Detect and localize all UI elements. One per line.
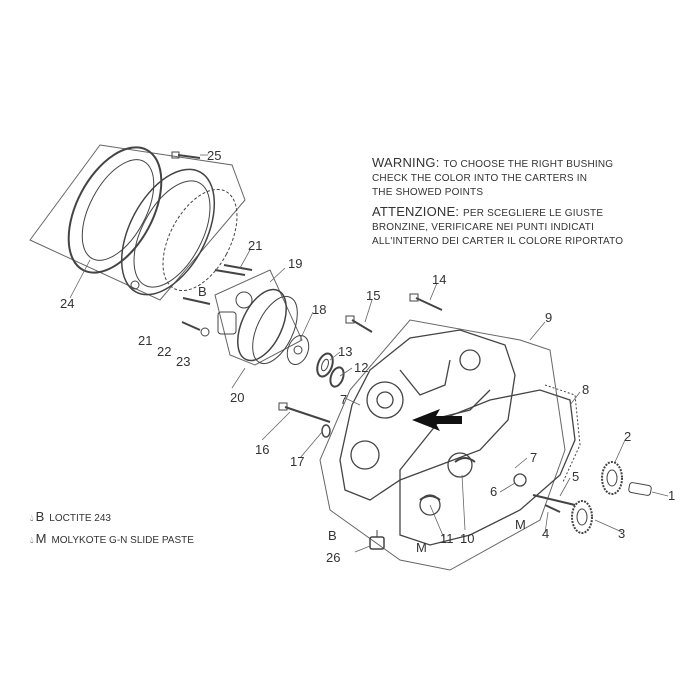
legend-symbol: M — [35, 531, 47, 546]
callout-m-right: M — [515, 517, 526, 532]
callout-4: 4 — [542, 526, 549, 541]
legend-text: LOCTITE 243 — [49, 513, 111, 524]
group-outline-24 — [29, 144, 246, 301]
callout-17: 17 — [290, 454, 304, 469]
drop-icon: 💧︎ — [30, 535, 34, 545]
callout-15: 15 — [366, 288, 380, 303]
arrow-icon — [412, 409, 462, 431]
group-outline-20 — [214, 269, 303, 366]
callout-b-top: B — [198, 284, 207, 299]
callout-6: 6 — [490, 484, 497, 499]
attenzione-line-1: PER SCEGLIERE LE GIUSTE — [463, 208, 604, 219]
callout-13: 13 — [338, 344, 352, 359]
warning-line-3: THE SHOWED POINTS — [372, 187, 484, 198]
callout-21-top: 21 — [248, 238, 262, 253]
sensor-26 — [369, 530, 385, 550]
legend-text: MOLYKOTE G-N SLIDE PASTE — [51, 535, 194, 546]
callout-10: 10 — [460, 531, 474, 546]
warning-line-2: CHECK THE COLOR INTO THE CARTERS IN — [372, 173, 588, 184]
attenzione-heading: ATTENZIONE: — [372, 204, 460, 219]
callout-20: 20 — [230, 390, 244, 405]
clutch-cover — [67, 146, 238, 296]
bolt-14 — [409, 293, 443, 311]
callout-m-bottom: M — [416, 540, 427, 555]
callout-labels: 25 24 21 19 18 13 12 15 14 9 8 7 7 2 1 3… — [60, 148, 675, 565]
pin-4 — [544, 504, 561, 513]
callout-2: 2 — [624, 429, 631, 444]
bolt-22 — [181, 321, 210, 337]
screw-25 — [171, 151, 201, 159]
callout-24: 24 — [60, 296, 74, 311]
bearing-13 — [316, 352, 334, 378]
legend-symbol: B — [35, 509, 45, 524]
gasket-8 — [544, 384, 581, 483]
callout-25: 25 — [207, 148, 221, 163]
callout-7-right: 7 — [530, 450, 537, 465]
water-pump-body — [217, 288, 298, 365]
washer-17 — [321, 424, 331, 438]
callout-7-left: 7 — [340, 392, 347, 407]
pin-1 — [628, 482, 652, 496]
attenzione-line-3: ALL'INTERNO DEI CARTER IL COLORE RIPORTA… — [372, 236, 624, 247]
callout-9: 9 — [545, 310, 552, 325]
group-outline-9 — [319, 319, 566, 571]
callout-21-bottom: 21 — [138, 333, 152, 348]
callout-22: 22 — [157, 344, 171, 359]
callout-3: 3 — [618, 526, 625, 541]
leader-lines — [69, 154, 669, 553]
callout-11: 11 — [440, 531, 454, 546]
bolt-16 — [278, 402, 331, 423]
callout-16: 16 — [255, 442, 269, 457]
bushings-10-11 — [419, 457, 476, 501]
callout-5: 5 — [572, 469, 579, 484]
callout-26: 26 — [326, 550, 340, 565]
warning-block-italian: ATTENZIONE: PER SCEGLIERE LE GIUSTE BRON… — [372, 204, 692, 249]
crankcase-half-right — [399, 389, 576, 546]
callout-18: 18 — [312, 302, 326, 317]
seal-12 — [329, 366, 345, 388]
callout-14: 14 — [432, 272, 446, 287]
warning-heading: WARNING: — [372, 155, 440, 170]
callout-23: 23 — [176, 354, 190, 369]
shaft-5 — [532, 494, 576, 506]
gear-3 — [571, 500, 593, 534]
legend-loctite: 💧︎B LOCTITE 243 — [30, 509, 111, 524]
legend-molykote: 💧︎M MOLYKOTE G-N SLIDE PASTE — [30, 531, 194, 546]
callout-12: 12 — [354, 360, 368, 375]
callout-1: 1 — [668, 488, 675, 503]
screws-21 — [182, 264, 253, 305]
callout-19: 19 — [288, 256, 302, 271]
drop-icon: 💧︎ — [30, 513, 34, 523]
callout-8: 8 — [582, 382, 589, 397]
warning-block-english: WARNING: TO CHOOSE THE RIGHT BUSHING CHE… — [372, 155, 692, 200]
crankcase-half-left — [339, 329, 516, 501]
warning-line-1: TO CHOOSE THE RIGHT BUSHING — [443, 159, 614, 170]
attenzione-line-2: BRONZINE, VERIFICARE NEI PUNTI INDICATI — [372, 222, 595, 233]
gear-2 — [601, 461, 623, 495]
callout-b-bottom: B — [328, 528, 337, 543]
bolt-15 — [345, 315, 373, 333]
impeller-18 — [286, 334, 310, 366]
